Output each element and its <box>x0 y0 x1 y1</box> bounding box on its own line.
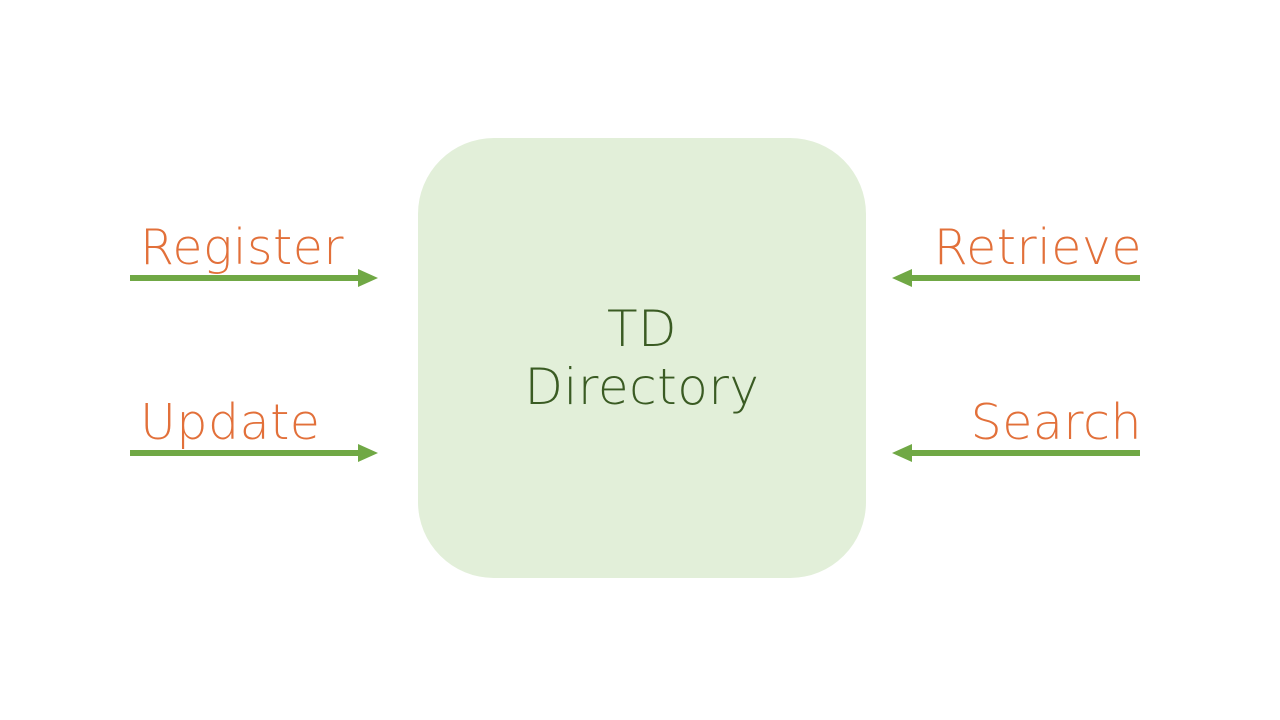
flow-label-search: Search <box>970 394 1142 451</box>
flow-update[interactable]: Update <box>130 379 378 465</box>
td-directory-title-line2: Directory <box>524 358 760 416</box>
arrow-right-icon <box>130 441 378 465</box>
td-directory-node[interactable]: TD Directory <box>418 138 866 578</box>
td-directory-title-line1: TD <box>606 300 678 358</box>
flow-register[interactable]: Register <box>130 204 378 290</box>
flow-label-retrieve: Retrieve <box>933 219 1142 276</box>
arrow-left-icon <box>890 441 1140 465</box>
flow-retrieve[interactable]: Retrieve <box>890 204 1142 290</box>
arrow-right-icon <box>130 266 378 290</box>
flow-label-update: Update <box>140 394 321 451</box>
flow-search[interactable]: Search <box>890 379 1142 465</box>
arrow-left-icon <box>890 266 1140 290</box>
flow-label-register: Register <box>140 219 345 276</box>
